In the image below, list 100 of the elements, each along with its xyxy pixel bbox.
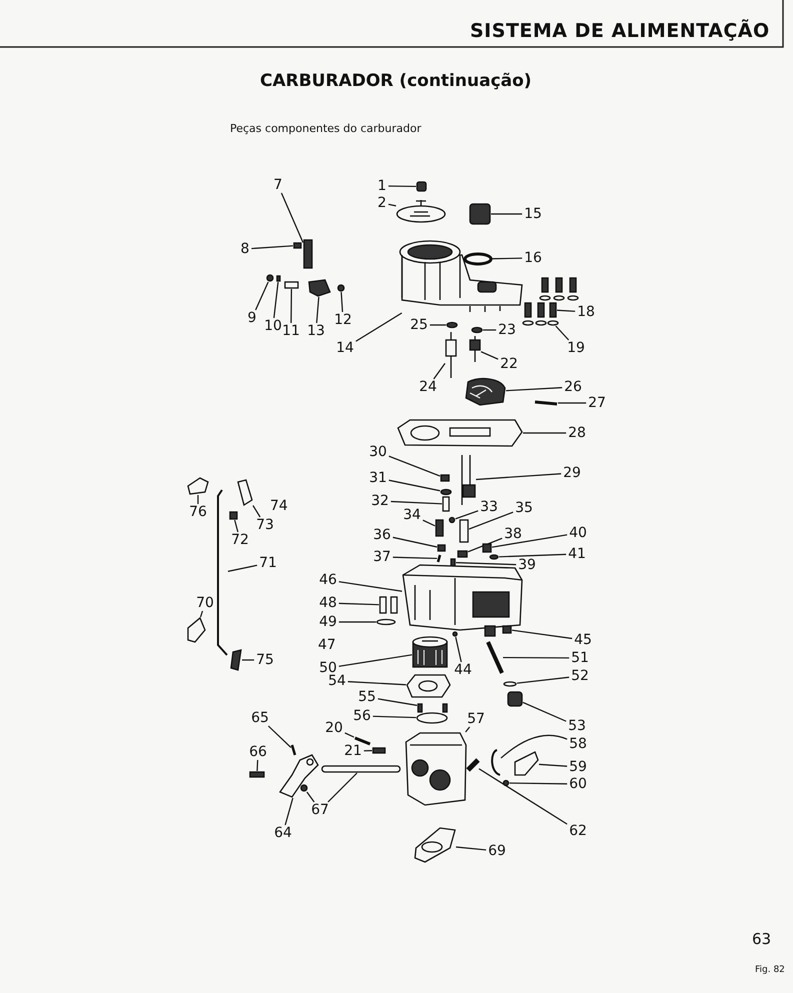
screw-drawing	[293, 242, 302, 249]
leader-line	[492, 534, 568, 548]
callout-number: 76	[188, 505, 208, 519]
leader-line	[500, 734, 568, 759]
screw-drawing	[354, 736, 371, 746]
leader-line	[338, 654, 412, 667]
leader-line	[388, 204, 396, 206]
rod-drawing	[461, 454, 476, 506]
washer-drawing	[440, 488, 452, 496]
valve-drawing	[469, 336, 481, 362]
callout-number: 27	[587, 396, 607, 410]
screw-drawing	[266, 274, 274, 282]
ring-drawing	[464, 252, 492, 266]
gasket-drawing	[397, 419, 523, 447]
callout-number: 12	[333, 313, 353, 327]
callout-number: 21	[343, 744, 363, 758]
screw-drawing	[249, 771, 265, 778]
leader-line	[280, 192, 304, 243]
leader-line	[430, 324, 446, 326]
cap-drawing	[465, 378, 506, 406]
lever-drawing	[308, 279, 331, 297]
callout-number: 66	[248, 745, 268, 759]
callout-number: 33	[479, 500, 499, 514]
screw-drawing	[372, 747, 386, 754]
leader-line	[478, 768, 568, 825]
callout-number: 64	[273, 826, 293, 840]
washer-drawing	[503, 681, 517, 687]
screw-drawing	[379, 596, 398, 614]
washer-drawing	[471, 326, 483, 334]
leader-line	[455, 510, 478, 520]
leader-line	[492, 258, 522, 260]
callout-number: 20	[324, 721, 344, 735]
callout-number: 1	[376, 179, 388, 193]
leader-line	[498, 554, 566, 558]
leader-line	[340, 292, 344, 312]
callout-number: 26	[563, 380, 583, 394]
callout-number: 9	[246, 311, 258, 325]
plate-drawing	[416, 712, 448, 724]
nut-drawing	[337, 284, 345, 292]
callout-number: 23	[497, 323, 517, 337]
leader-line	[491, 213, 522, 215]
callout-number: 74	[270, 499, 288, 513]
leader-line	[284, 798, 294, 826]
callout-number: 25	[409, 318, 429, 332]
valve-drawing	[445, 332, 457, 378]
callout-number: 11	[281, 324, 301, 338]
leader-line	[388, 456, 440, 477]
jet-drawing	[435, 519, 444, 537]
callout-number: 52	[570, 669, 590, 683]
clip-drawing	[502, 625, 512, 634]
leader-line	[503, 656, 570, 659]
callout-number: 65	[250, 711, 270, 725]
callout-number: 59	[568, 760, 588, 774]
leader-line	[338, 621, 376, 623]
leader-line	[197, 495, 199, 504]
lever-drawing	[279, 754, 319, 798]
callout-number: 73	[255, 518, 275, 532]
pin-drawing	[436, 554, 442, 562]
callout-number: 15	[523, 207, 543, 221]
leader-line	[255, 282, 269, 310]
callout-number: 60	[568, 777, 588, 791]
gasket-drawing	[406, 674, 451, 698]
rod-drawing	[217, 489, 228, 656]
gasket-drawing	[414, 827, 456, 863]
callout-number: 10	[263, 319, 283, 333]
washer-drawing	[446, 322, 458, 328]
figure-subtitle: Peças componentes do carburador	[230, 123, 422, 134]
page-number: 63	[752, 932, 772, 947]
leader-line	[555, 326, 570, 340]
callout-number: 24	[418, 380, 438, 394]
ball-drawing	[448, 516, 456, 524]
valve-drawing	[459, 519, 469, 543]
leader-line	[455, 636, 462, 662]
wire-drawing	[491, 749, 500, 776]
leader-line	[456, 846, 486, 851]
leader-line	[356, 312, 402, 342]
leader-line	[348, 681, 406, 686]
callout-number: 13	[306, 324, 326, 338]
leader-line	[364, 750, 372, 752]
float-drawing	[412, 636, 448, 668]
callout-number: 40	[568, 526, 588, 540]
leader-line	[273, 282, 279, 318]
nut-drawing	[502, 780, 510, 786]
screw-drawing	[549, 302, 557, 318]
leader-line	[256, 760, 258, 772]
callout-number: 7	[272, 178, 284, 192]
cover-drawing	[396, 199, 446, 223]
callout-number: 44	[453, 663, 473, 677]
leader-line	[228, 564, 258, 572]
callout-number: 19	[566, 341, 586, 355]
callout-number: 57	[466, 712, 486, 726]
callout-number: 48	[318, 596, 338, 610]
screw-drawing	[417, 703, 448, 713]
callout-number: 41	[567, 547, 587, 561]
plug-drawing	[457, 550, 468, 558]
washer-drawing	[489, 554, 499, 560]
leader-line	[465, 726, 470, 732]
leader-line	[556, 310, 576, 312]
leader-line	[388, 185, 416, 188]
leader-line	[290, 289, 292, 323]
